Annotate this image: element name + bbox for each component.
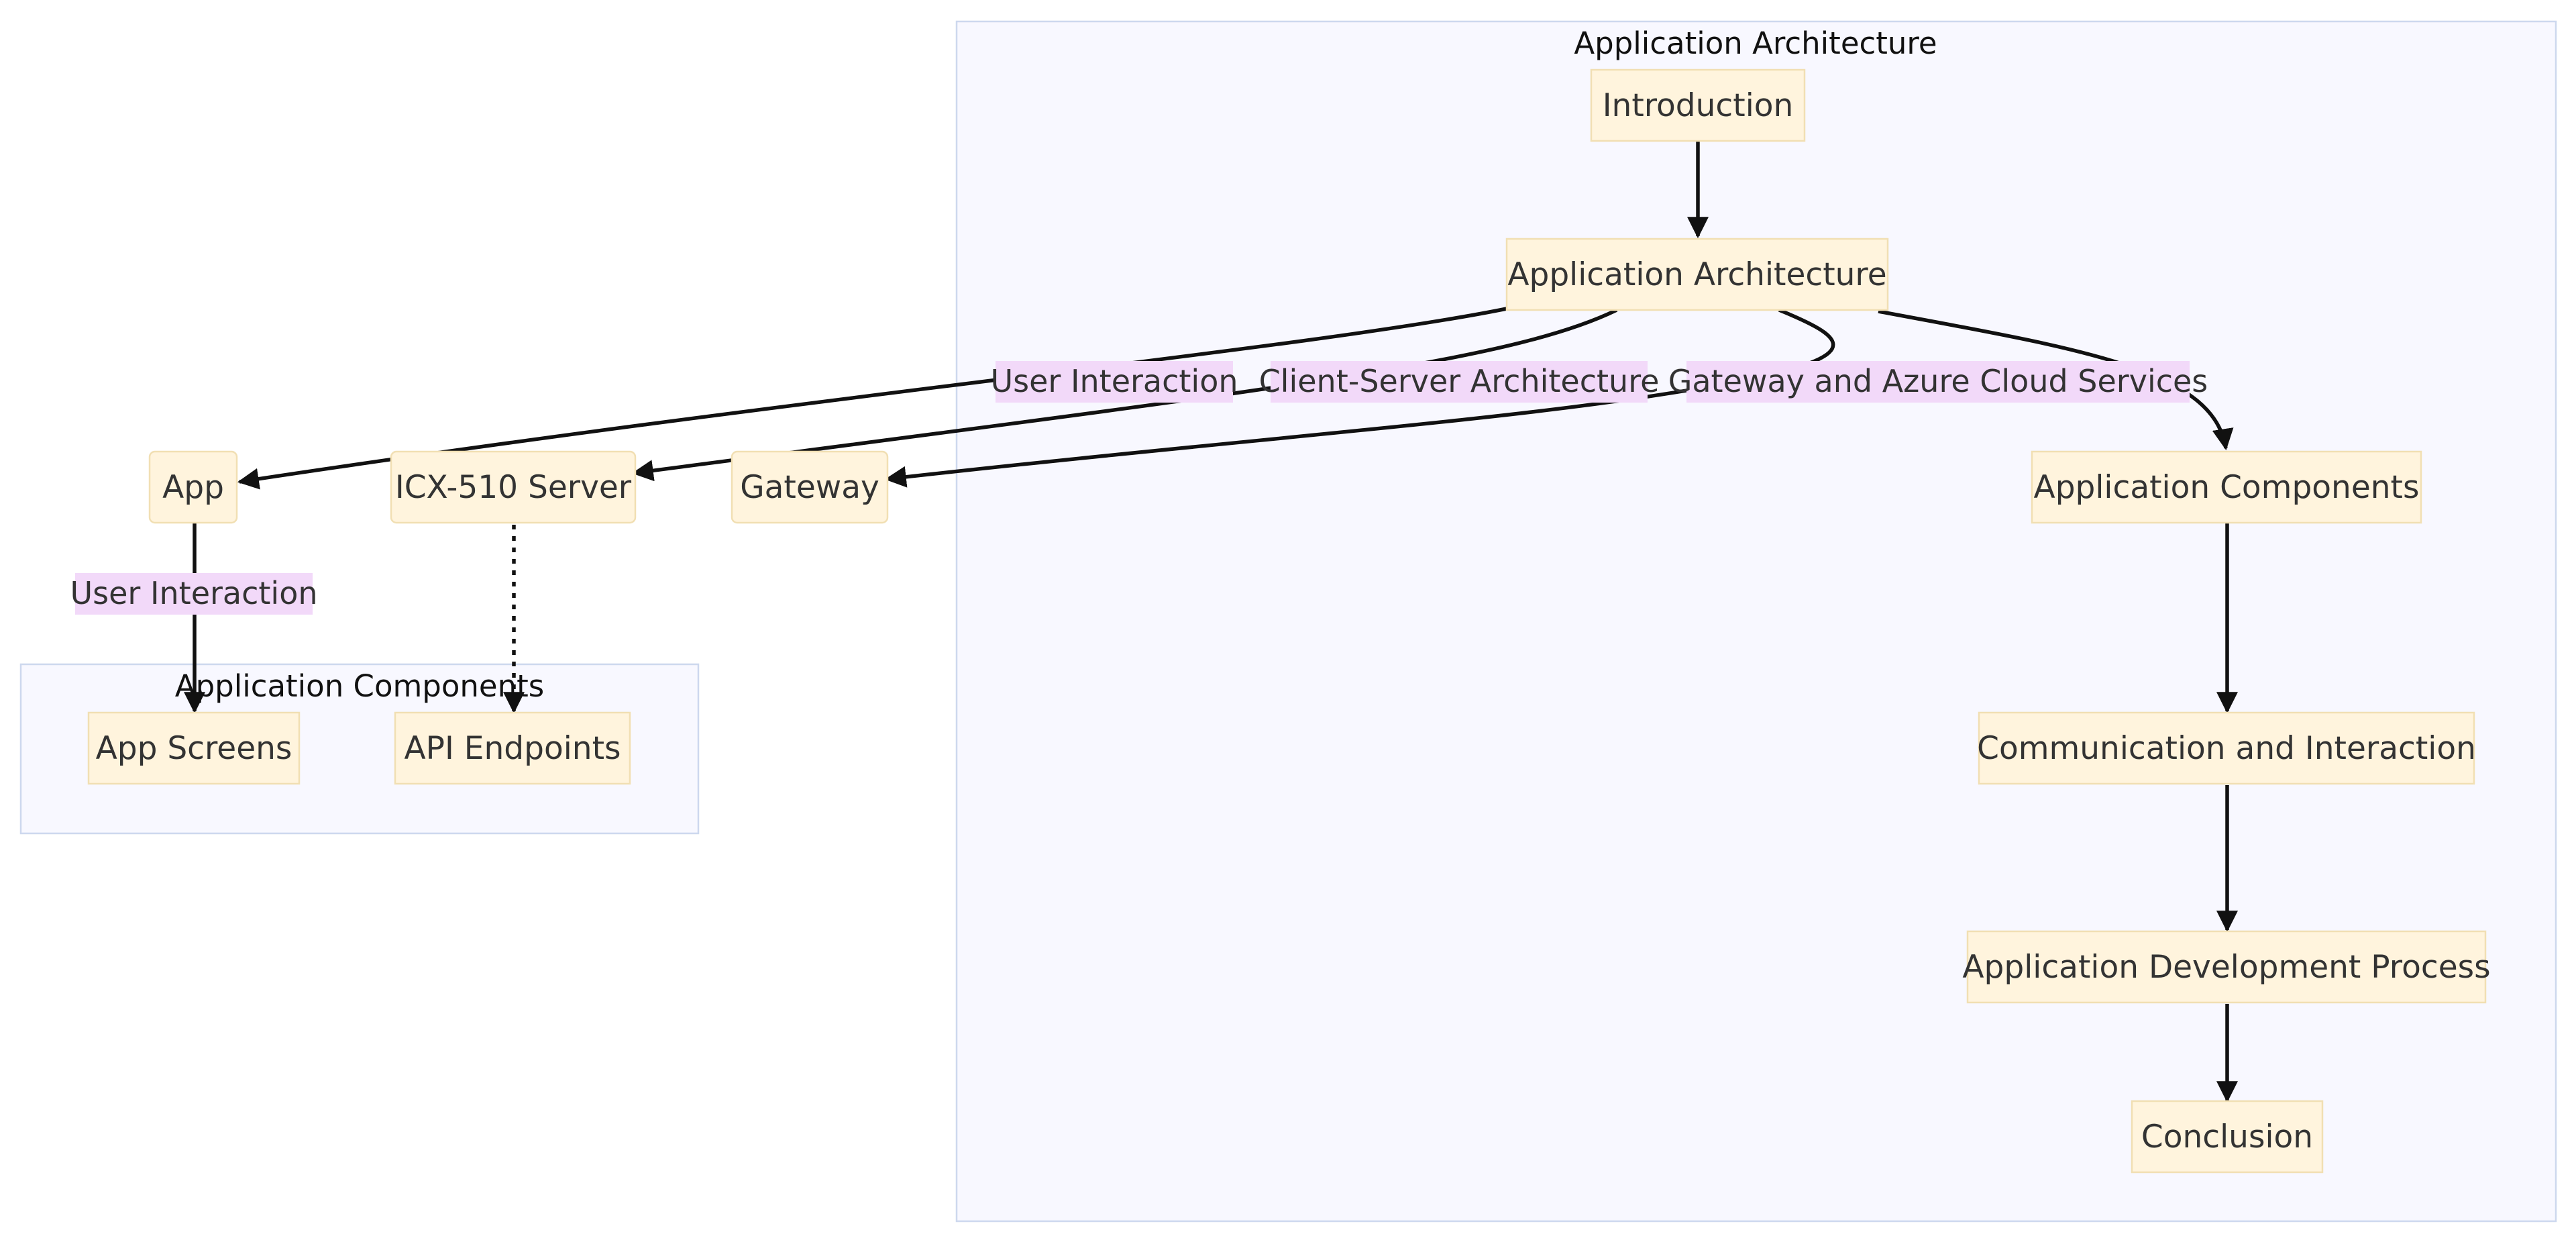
svg-text:Gateway: Gateway <box>740 469 879 506</box>
cluster-architecture-title: Application Architecture <box>1574 25 1937 61</box>
node-icx-510-server[interactable]: ICX-510 Server <box>390 450 637 524</box>
svg-text:Application Development Proces: Application Development Process <box>1962 949 2490 986</box>
edge-label-gateway-azure: Gateway and Azure Cloud Services <box>1668 361 2208 403</box>
svg-text:Client-Server Architecture: Client-Server Architecture <box>1259 363 1660 399</box>
svg-text:Application Architecture: Application Architecture <box>1507 256 1886 293</box>
svg-text:App: App <box>162 469 224 506</box>
node-communication-and-interaction[interactable]: Communication and Interaction <box>1977 711 2476 785</box>
node-app-screens[interactable]: App Screens <box>87 711 301 785</box>
svg-text:Application Components: Application Components <box>2034 469 2420 506</box>
cluster-components-title: Application Components <box>175 668 544 704</box>
edge-architecture-to-gateway <box>884 308 1835 488</box>
edge-label-user-interaction: User Interaction <box>990 361 1238 403</box>
svg-text:Communication and Interaction: Communication and Interaction <box>1977 730 2476 767</box>
cluster-architecture-box <box>955 20 2557 1223</box>
svg-text:App Screens: App Screens <box>96 730 292 767</box>
node-application-development-process[interactable]: Application Development Process <box>1962 930 2491 1004</box>
node-conclusion[interactable]: Conclusion <box>2131 1100 2324 1174</box>
svg-text:User Interaction: User Interaction <box>990 363 1238 399</box>
node-app[interactable]: App <box>148 450 238 524</box>
svg-text:API Endpoints: API Endpoints <box>405 730 621 767</box>
cluster-application-architecture: Application Architecture <box>955 20 2557 1223</box>
svg-text:User Interaction: User Interaction <box>70 575 317 611</box>
node-application-components[interactable]: Application Components <box>2031 450 2422 524</box>
edge-label-user-interaction-2: User Interaction <box>70 573 318 615</box>
node-introduction[interactable]: Introduction <box>1590 68 1806 142</box>
svg-text:Conclusion: Conclusion <box>2141 1119 2313 1155</box>
node-application-architecture[interactable]: Application Architecture <box>1505 238 1889 311</box>
svg-text:ICX-510 Server: ICX-510 Server <box>395 469 632 506</box>
svg-text:Gateway and Azure Cloud Servic: Gateway and Azure Cloud Services <box>1668 363 2208 399</box>
node-gateway[interactable]: Gateway <box>731 450 889 524</box>
edge-label-client-server: Client-Server Architecture <box>1259 361 1660 403</box>
node-api-endpoints[interactable]: API Endpoints <box>394 711 631 785</box>
svg-text:Introduction: Introduction <box>1603 87 1794 124</box>
